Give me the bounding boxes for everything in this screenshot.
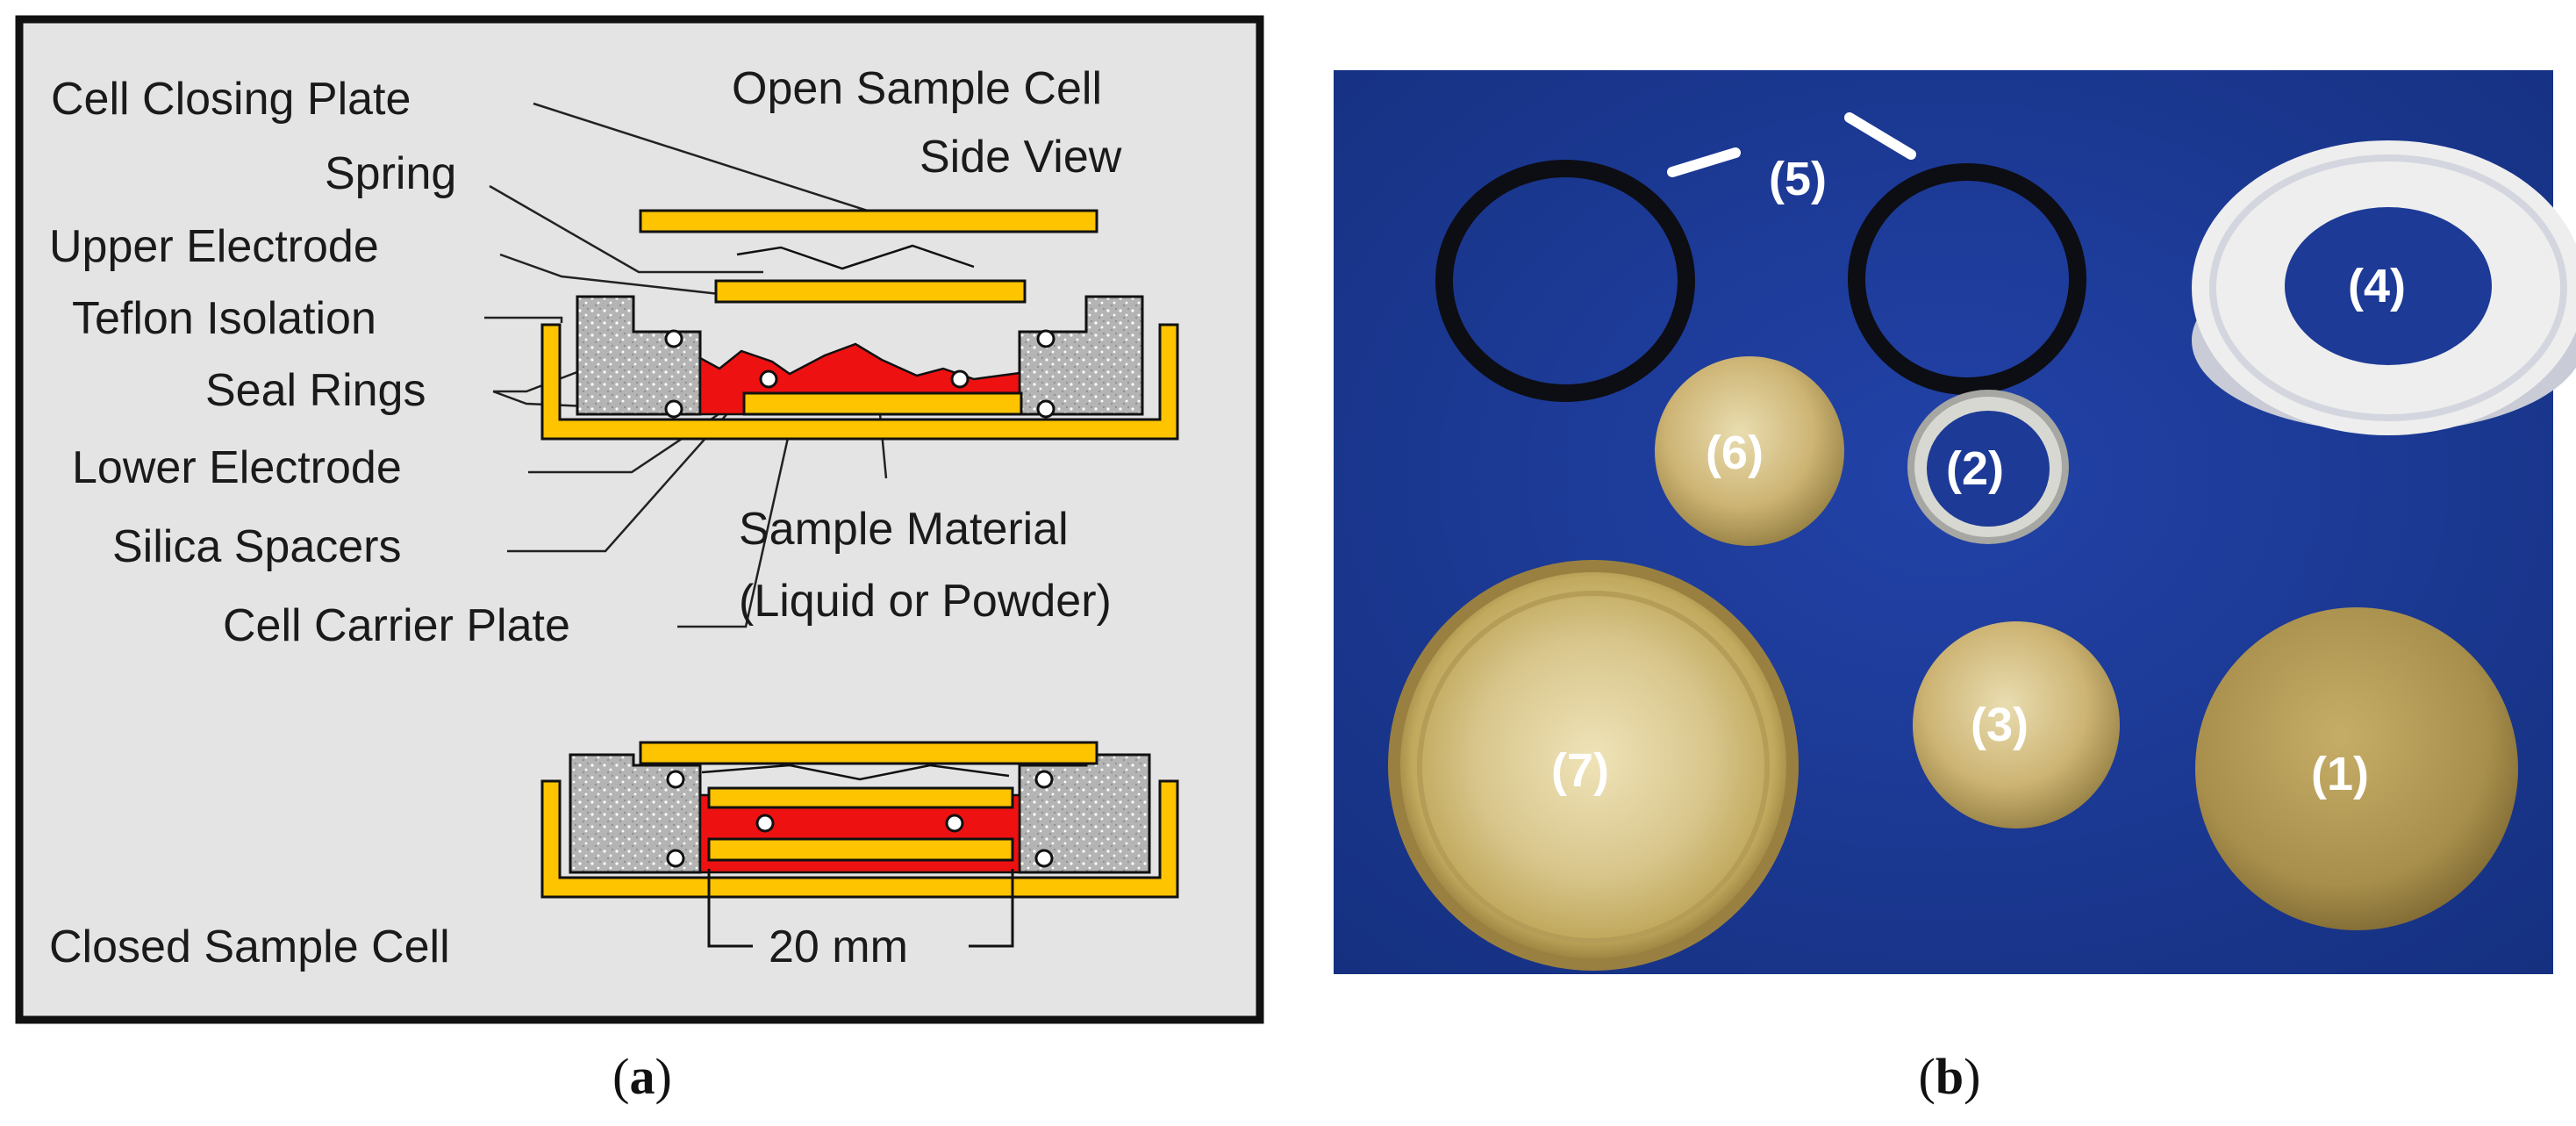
- label-closed-sample-cell: Closed Sample Cell: [49, 922, 450, 972]
- closed-cell-spring: [701, 764, 1010, 781]
- label-cell-closing-plate: Cell Closing Plate: [51, 74, 411, 125]
- part-label-7: (7): [1551, 744, 1609, 797]
- part-cell-closing-plate-disc: [2195, 607, 2518, 930]
- open-cell-seal-rings: [664, 329, 1055, 419]
- part-label-6: (6): [1706, 427, 1764, 479]
- part-label-2: (2): [1946, 442, 2004, 495]
- leader-cell-carrier-plate: [677, 429, 791, 628]
- label-upper-electrode: Upper Electrode: [49, 221, 379, 272]
- closed-cell: [540, 741, 1179, 948]
- open-cell-lower-electrode: [742, 391, 1023, 416]
- part-seal-rings: [1435, 160, 2086, 402]
- leader-upper-electrode: [499, 253, 720, 296]
- caption-b: (b): [1919, 1048, 1981, 1105]
- dimension-20mm: [707, 869, 1014, 948]
- leader-spring: [489, 184, 763, 274]
- leader-teflon-isolation: [484, 316, 563, 323]
- part-spring-washer: [1907, 390, 2069, 544]
- closed-cell-seal-rings: [666, 770, 1054, 868]
- leader-cell-closing-plate: [533, 102, 896, 221]
- closed-cell-teflon-left: [569, 753, 702, 874]
- label-open-title-2: Side View: [919, 132, 1122, 183]
- closed-cell-carrier-plate: [540, 779, 1179, 899]
- label-sample-material: Sample Material: [739, 504, 1069, 555]
- label-seal-rings: Seal Rings: [205, 365, 426, 416]
- part-label-4: (4): [2348, 260, 2406, 312]
- label-spring: Spring: [325, 148, 456, 199]
- part-label-5: (5): [1769, 153, 1827, 205]
- part-upper-electrode-disc: [1655, 356, 1844, 546]
- label-silica-spacers: Silica Spacers: [112, 521, 401, 572]
- closed-cell-closing-plate: [639, 741, 1098, 765]
- open-cell-spring: [736, 244, 975, 270]
- open-cell-silica-spacers: [759, 369, 970, 389]
- closed-cell-lower-electrode: [707, 837, 1014, 862]
- open-cell-carrier-plate: [540, 323, 1179, 441]
- caption-a: (a): [612, 1048, 672, 1105]
- open-cell-teflon-right: [1018, 295, 1144, 416]
- panel-b: (1) (2) (3) (4) (5) (6) (7): [1334, 70, 2576, 974]
- open-cell-closing-plate: [639, 209, 1098, 233]
- part-cell-carrier-cup: [1388, 560, 1799, 971]
- part-label-3: (3): [1971, 699, 2029, 751]
- open-cell: [540, 209, 1179, 441]
- label-sample-material-type: (Liquid or Powder): [739, 576, 1112, 627]
- label-lower-electrode: Lower Electrode: [72, 442, 402, 493]
- part-label-1: (1): [2311, 748, 2369, 800]
- label-teflon-isolation: Teflon Isolation: [72, 293, 376, 344]
- closed-cell-upper-electrode: [707, 786, 1014, 809]
- open-cell-upper-electrode: [714, 279, 1027, 304]
- part-lower-electrode-disc: [1913, 621, 2120, 828]
- label-cell-carrier-plate: Cell Carrier Plate: [223, 600, 570, 651]
- o-ring-pointers: [1667, 112, 1916, 177]
- label-dimension: 20 mm: [769, 922, 908, 972]
- part-teflon-isolation-ring: [2192, 140, 2576, 435]
- open-cell-teflon-left: [576, 295, 702, 416]
- label-open-title-1: Open Sample Cell: [732, 63, 1102, 114]
- panel-a: Open Sample Cell Side View Cell Closing …: [15, 15, 1264, 1024]
